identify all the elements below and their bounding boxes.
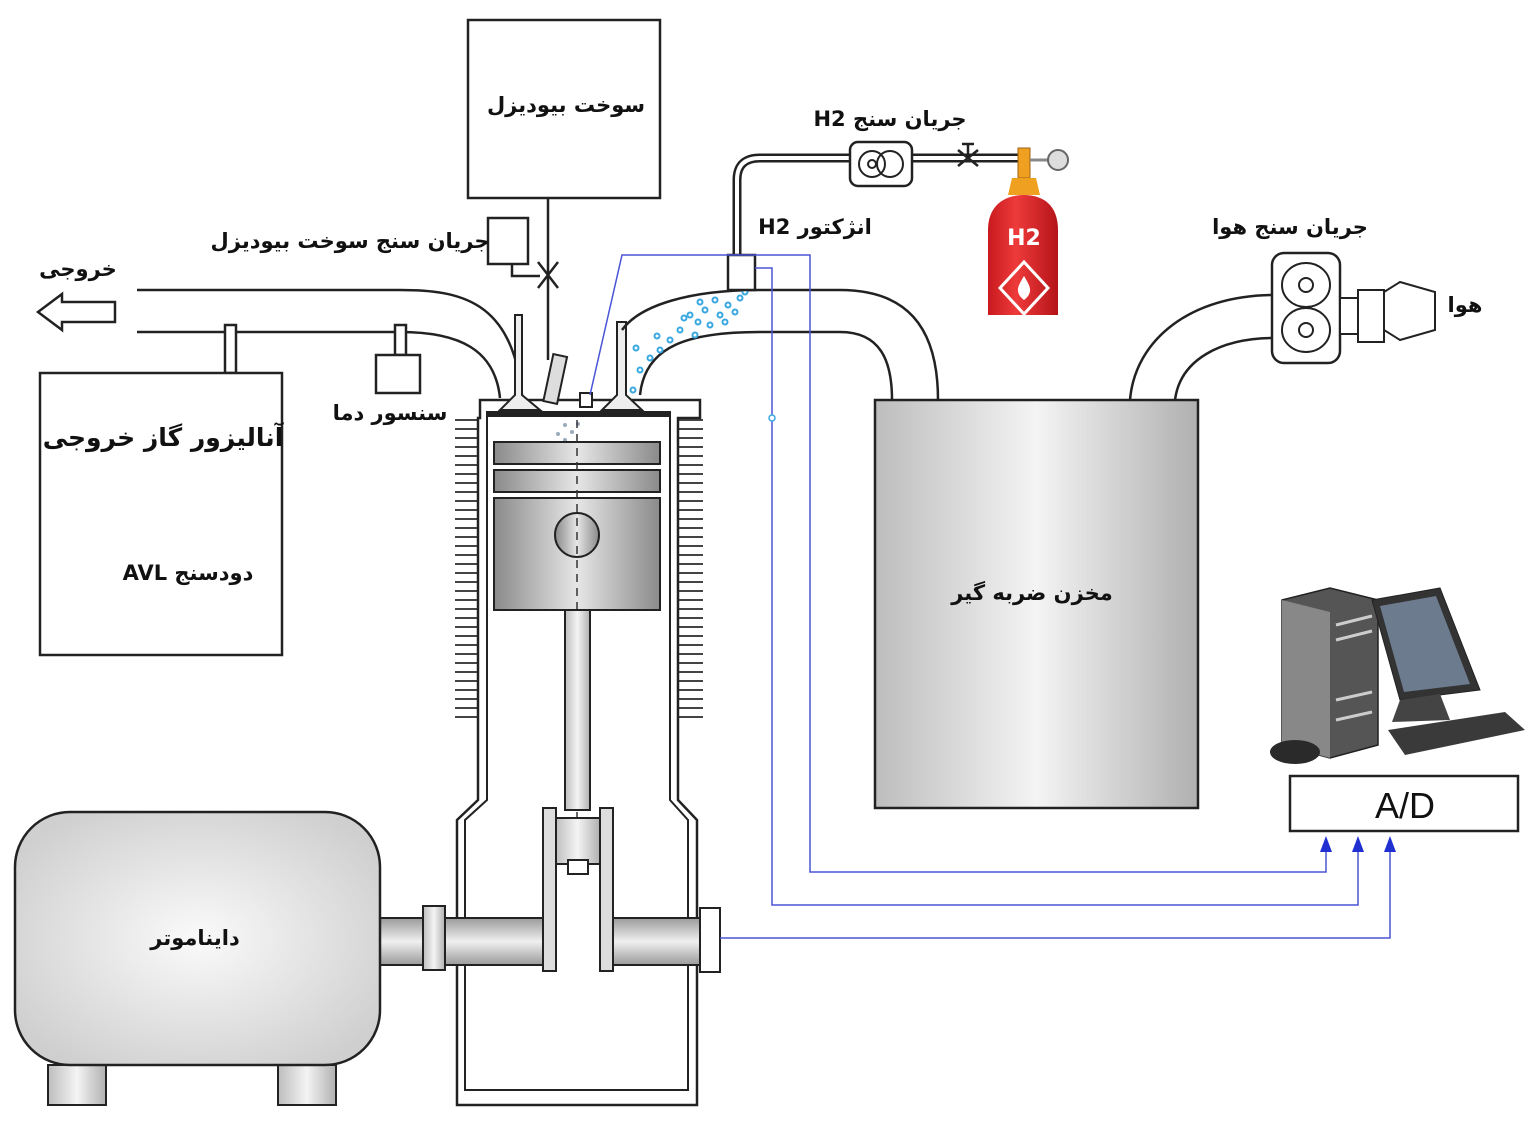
h2-droplet (711, 296, 719, 304)
temp-sensor-label: سنسور دما (333, 401, 448, 425)
h2-droplet (736, 294, 744, 302)
exhaust-gas-analyzer: آنالیزور گاز خروجی دودسنج AVL (38, 323, 285, 657)
h2-droplet (636, 366, 644, 374)
h2-droplet (653, 332, 661, 340)
gas-analyzer-label: آنالیزور گاز خروجی (43, 422, 285, 453)
air-intake: جریان سنج هوا هوا (1128, 215, 1483, 401)
h2-cylinder-label: H2 (1007, 226, 1041, 251)
dynamometer-label: دایناموتر (149, 926, 240, 950)
h2-flowmeter-label: جریان سنج H2 (813, 107, 966, 131)
air-flowmeter-label: جریان سنج هوا (1212, 215, 1368, 239)
surge-tank: مخزن ضربه گیر (873, 398, 1200, 810)
h2-droplet (706, 321, 714, 329)
h2-droplet (724, 301, 732, 309)
air-filter-icon (1383, 280, 1436, 342)
hydrogen-spray: (function(){var g=document.currentScript… (629, 288, 749, 394)
surge-tank-label: مخزن ضربه گیر (950, 580, 1113, 605)
hydrogen-supply: H2 جریان سنج H2 انژکتور H2 (726, 107, 1069, 317)
biodiesel-tank: سوخت بیودیزل (466, 18, 662, 200)
exhaust-label: خروجی (39, 257, 117, 281)
air-flowmeter-icon (1270, 251, 1342, 365)
flammable-icon (997, 259, 1051, 317)
computer-icon (1270, 587, 1525, 764)
intake-pipe (620, 288, 940, 401)
coupling-flange (422, 905, 446, 971)
intake-valve (599, 321, 645, 411)
h2-flowmeter-icon (848, 140, 914, 188)
h2-droplet (691, 331, 699, 339)
temperature-sensor: سنسور دما (333, 323, 448, 425)
h2-valve-icon (957, 142, 979, 167)
h2-injector (726, 253, 757, 292)
h2-droplet (694, 318, 702, 326)
ad-label: A/D (1375, 785, 1435, 826)
h2-injector-label: انژکتور H2 (758, 215, 872, 239)
biodiesel-tank-label: سوخت بیودیزل (487, 93, 645, 117)
regulator (1017, 147, 1031, 179)
h2-droplet (632, 344, 640, 352)
crank-web (542, 807, 557, 972)
smoke-meter-label: دودسنج AVL (123, 561, 254, 585)
h2-droplet (646, 354, 654, 362)
engine: (function(){var g=document.currentScript… (379, 314, 721, 1107)
h2-droplet (666, 336, 674, 344)
dynamometer: دایناموتر (13, 810, 382, 1106)
connecting-rod (564, 609, 591, 811)
exhaust-valve (497, 314, 543, 411)
air-label: هوا (1448, 293, 1483, 317)
signal-lines (589, 254, 1396, 939)
h2-droplet (686, 311, 694, 319)
ad-converter: A/D (1288, 774, 1520, 833)
biodiesel-flowmeter-label: جریان سنج سوخت بیودیزل (211, 229, 490, 253)
pressure-gauge-icon (1047, 149, 1069, 171)
h2-droplet (680, 314, 688, 322)
crankshaft (379, 917, 549, 966)
h2-droplet (676, 326, 684, 334)
h2-cylinder: H2 (988, 147, 1069, 317)
h2-droplet (629, 386, 637, 394)
crank-web (599, 807, 614, 972)
h2-droplet (701, 306, 709, 314)
h2-droplet (696, 298, 704, 306)
pressure-sensor (579, 392, 593, 408)
fuel-valve-icon (537, 261, 559, 289)
h2-droplet (656, 346, 664, 354)
flywheel-encoder (699, 907, 721, 973)
h2-droplet (731, 308, 739, 316)
exhaust-pipe: خروجی (35, 257, 524, 399)
exhaust-arrow-icon (35, 291, 117, 333)
h2-droplet (716, 311, 724, 319)
cooling-fins-left: (function(){var g=document.currentScript… (455, 419, 703, 718)
fuel-injector (542, 352, 569, 406)
h2-droplet (721, 318, 729, 326)
biodiesel-flowmeter: جریان سنج سوخت بیودیزل (211, 216, 559, 289)
signal-arrow-icon (1320, 836, 1396, 852)
